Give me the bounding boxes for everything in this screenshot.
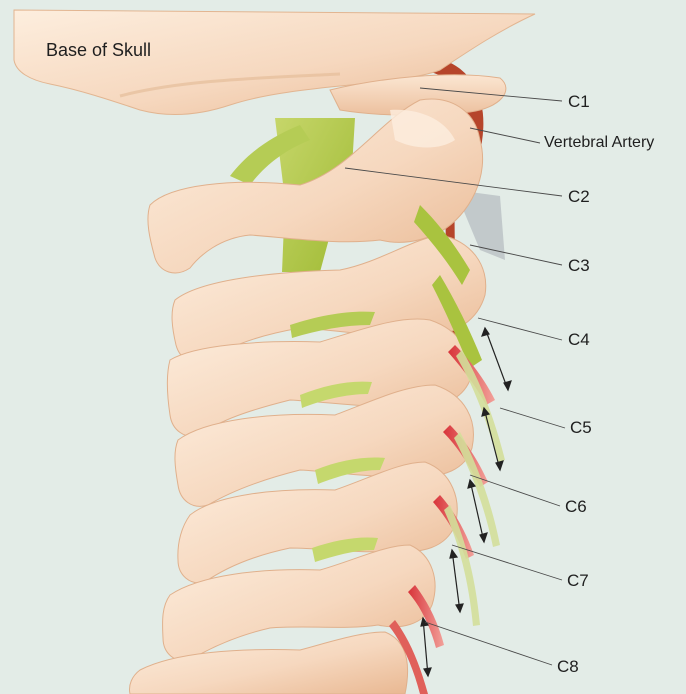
c3-label: C3 — [568, 256, 590, 276]
c8-label: C8 — [557, 657, 579, 677]
vertebral-artery-label: Vertebral Artery — [544, 134, 654, 152]
base-of-skull-label: Base of Skull — [46, 40, 151, 61]
c4-label: C4 — [568, 330, 590, 350]
c7-label: C7 — [567, 571, 589, 591]
c5-label: C5 — [570, 418, 592, 438]
c6-label: C6 — [565, 497, 587, 517]
c2-label: C2 — [568, 187, 590, 207]
c1-label: C1 — [568, 92, 590, 112]
